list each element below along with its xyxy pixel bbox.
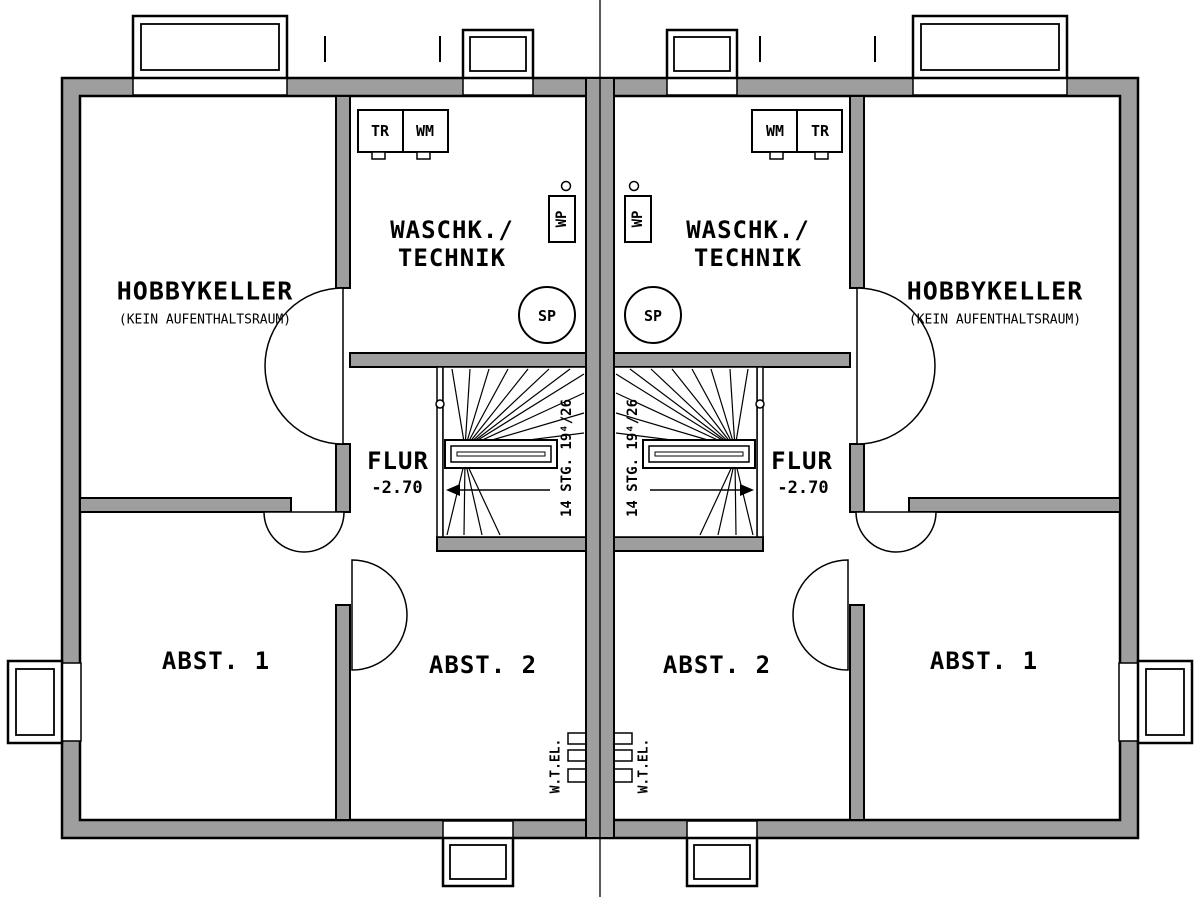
laundry-appliances bbox=[357, 109, 576, 344]
room-label-hobbykeller-left: HOBBYKELLER bbox=[116, 276, 294, 306]
room-label-laundry-line2-left: TECHNIK bbox=[397, 244, 507, 272]
heatpump-box bbox=[548, 195, 576, 243]
room-label-abst2-right: ABST. 2 bbox=[662, 651, 772, 679]
dryer-label-right: TR bbox=[810, 122, 830, 140]
room-note-hobbykeller-right: (KEIN AUFENTHALTSRAUM) bbox=[908, 312, 1082, 328]
meter-boxes bbox=[567, 732, 587, 783]
level-annotation-left: -2.70 bbox=[371, 478, 423, 498]
stair-direction-arrow bbox=[446, 484, 460, 496]
stair-annotation-left: 14 STG. 19⁴/26 bbox=[559, 398, 575, 518]
window-bottom bbox=[441, 820, 515, 888]
level-annotation-right: -2.70 bbox=[777, 478, 829, 498]
door-arc-abst1 bbox=[263, 511, 345, 553]
stair-hinge-point bbox=[435, 399, 445, 409]
window-top-small bbox=[461, 28, 535, 96]
heatpump-label-left: WP bbox=[554, 210, 570, 228]
room-label-hobbykeller-right: HOBBYKELLER bbox=[906, 276, 1084, 306]
room-label-laundry-line2-right: TECHNIK bbox=[693, 244, 803, 272]
room-label-flur-right: FLUR bbox=[771, 447, 833, 475]
washer-box bbox=[402, 109, 449, 153]
staircase bbox=[435, 366, 587, 538]
left-unit-geometry bbox=[6, 14, 587, 888]
sump-circle bbox=[518, 286, 576, 344]
section-ticks bbox=[324, 36, 441, 62]
room-label-laundry-line1-right: WASCHK./ bbox=[686, 216, 810, 244]
interior-walls bbox=[79, 95, 587, 821]
door-arc-abst2 bbox=[351, 559, 408, 671]
room-label-abst1-right: ABST. 1 bbox=[929, 647, 1039, 675]
room-label-abst2-left: ABST. 2 bbox=[428, 651, 538, 679]
sump-label-right: SP bbox=[643, 307, 663, 325]
sump-label-left: SP bbox=[537, 307, 557, 325]
heatpump-vent bbox=[560, 180, 572, 192]
window-top-large bbox=[131, 14, 289, 96]
heatpump-label-right: WP bbox=[630, 210, 646, 228]
meter-annotation-left: W.T.EL. bbox=[548, 738, 564, 794]
room-note-hobbykeller-left: (KEIN AUFENTHALTSRAUM) bbox=[118, 312, 292, 328]
washer-label-right: WM bbox=[765, 122, 785, 140]
meter-annotation-right: W.T.EL. bbox=[636, 738, 652, 794]
room-label-abst1-left: ABST. 1 bbox=[161, 647, 271, 675]
washer-label-left: WM bbox=[415, 122, 435, 140]
dryer-label-left: TR bbox=[370, 122, 390, 140]
stair-treads bbox=[446, 368, 585, 536]
party-wall bbox=[585, 0, 615, 897]
room-label-laundry-line1-left: WASCHK./ bbox=[390, 216, 514, 244]
room-label-flur-left: FLUR bbox=[367, 447, 429, 475]
door-arc-hobbykeller bbox=[264, 287, 344, 445]
stair-annotation-right: 14 STG. 19⁴/26 bbox=[625, 398, 641, 518]
door-swing-arcs bbox=[263, 287, 408, 671]
window-side bbox=[6, 659, 82, 745]
windows bbox=[6, 14, 535, 888]
